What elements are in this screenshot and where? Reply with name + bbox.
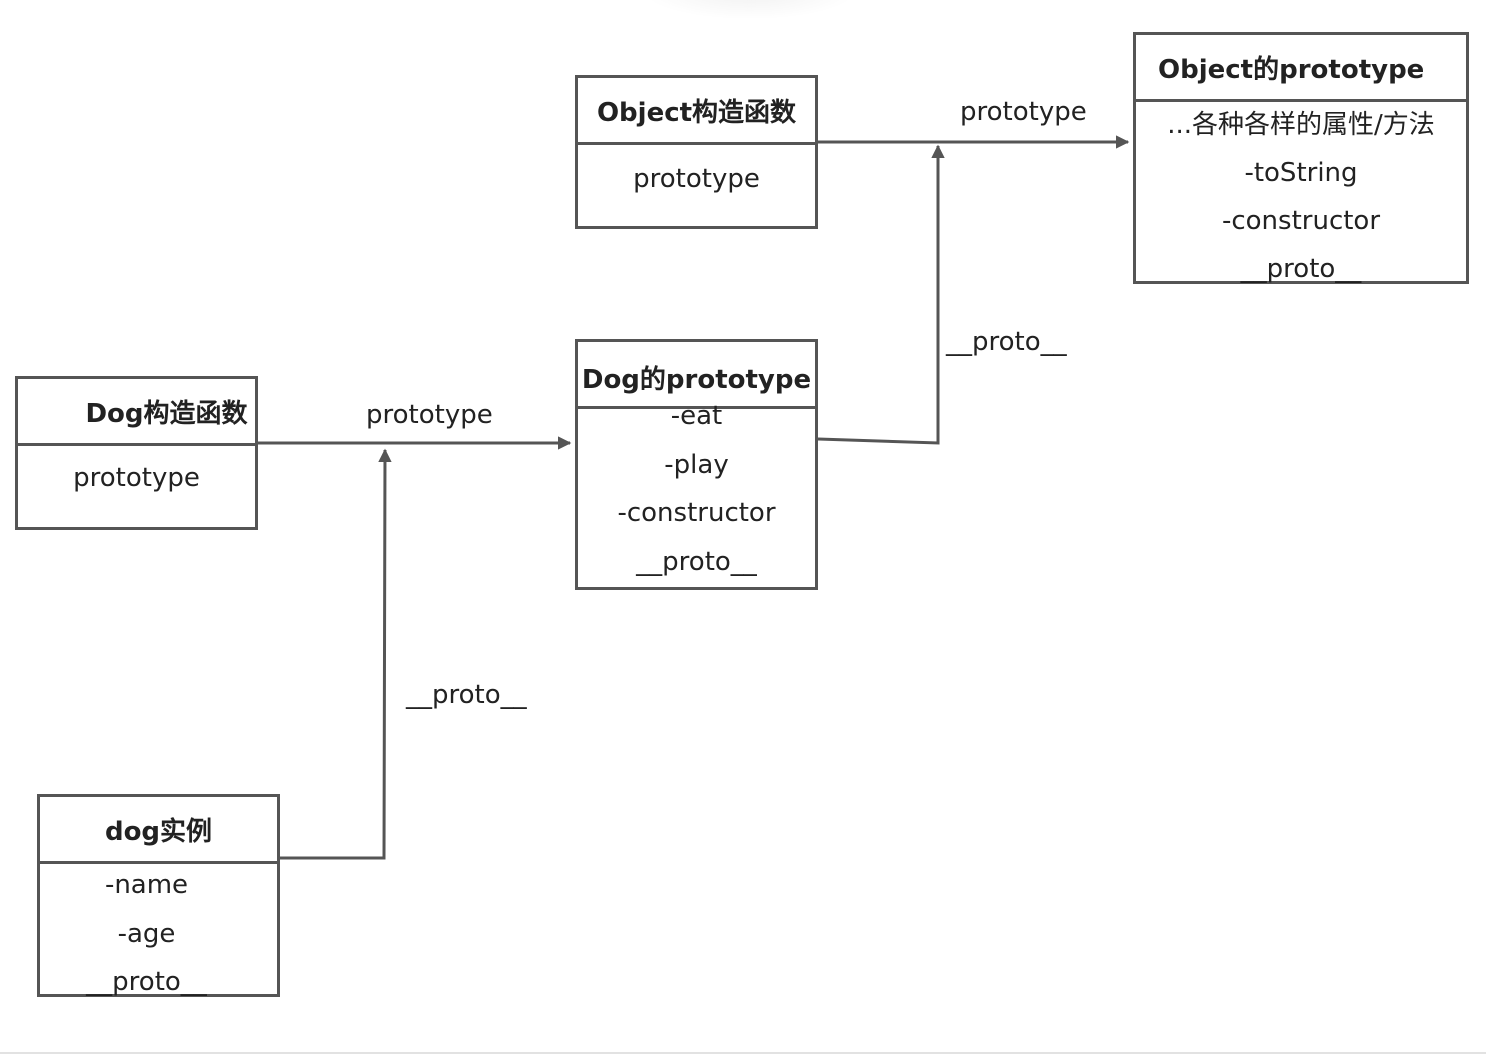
object-constructor-prototype-field: prototype — [633, 164, 760, 194]
dog-prototype-title: Dog的prototype — [578, 342, 815, 409]
dog-instance-item: -age — [117, 919, 176, 949]
dog-prototype-item: -eat — [670, 401, 723, 431]
dog-prototype-item: __proto__ — [636, 547, 757, 577]
edge-dog-proto-to-object-proto — [817, 144, 945, 445]
dog-prototype-box: Dog的prototype -eat -play -constructor __… — [575, 339, 818, 590]
dog-prototype-item: -constructor — [617, 498, 776, 528]
edge-label-dog-proto-proto: __proto__ — [946, 327, 1067, 357]
object-prototype-item: -constructor — [1221, 206, 1381, 236]
object-prototype-item: ...各种各样的属性/方法 — [1167, 110, 1435, 140]
edge-label-object-ctor-prototype: prototype — [960, 97, 1087, 127]
top-shadow — [640, 0, 860, 20]
dog-prototype-item: -play — [664, 450, 729, 480]
edge-label-dog-ctor-prototype: prototype — [366, 400, 493, 430]
object-prototype-item: __proto__ — [1240, 254, 1362, 284]
edge-dog-instance-to-dog-proto — [279, 448, 392, 860]
dog-constructor-title: Dog构造函数 — [18, 379, 255, 446]
dog-instance-title: dog实例 — [40, 797, 277, 864]
object-prototype-title: Object的prototype — [1136, 35, 1466, 102]
object-prototype-item: -toString — [1244, 158, 1358, 188]
dog-instance-item: __proto__ — [86, 967, 207, 997]
dog-constructor-prototype-field: prototype — [73, 463, 200, 493]
dog-instance-box: dog实例 -name -age __proto__ — [37, 794, 280, 997]
object-constructor-box: Object构造函数 prototype — [575, 75, 818, 229]
edge-label-dog-instance-proto: __proto__ — [406, 680, 527, 710]
object-prototype-box: Object的prototype ...各种各样的属性/方法 -toString… — [1133, 32, 1469, 284]
object-constructor-title: Object构造函数 — [578, 78, 815, 145]
bottom-divider — [0, 1052, 1486, 1054]
dog-constructor-box: Dog构造函数 prototype — [15, 376, 258, 530]
dog-instance-item: -name — [104, 870, 189, 900]
